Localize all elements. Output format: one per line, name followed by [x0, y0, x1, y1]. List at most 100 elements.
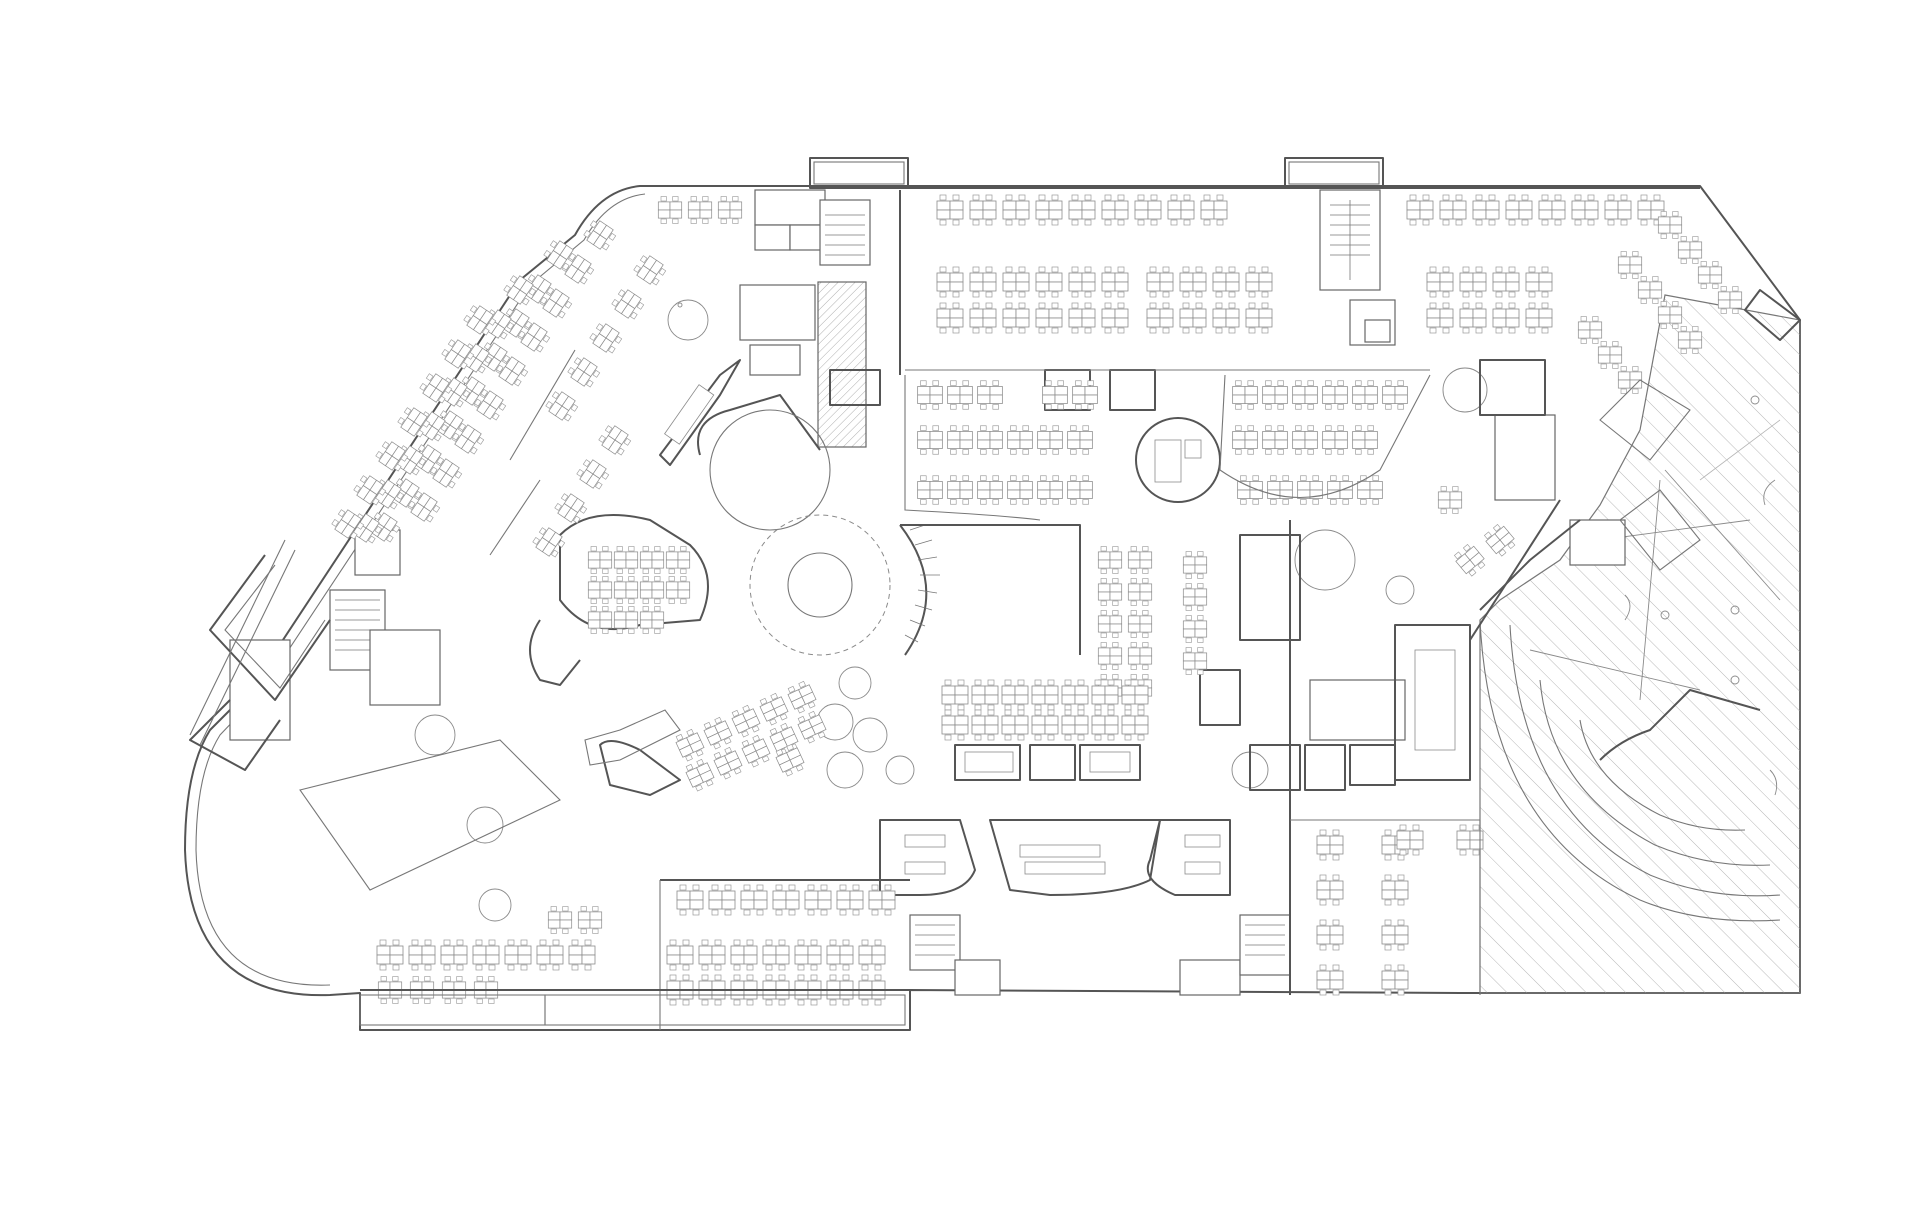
chair: [842, 939, 850, 946]
chair: [616, 568, 623, 574]
desk: [1194, 620, 1208, 630]
chair: [639, 255, 648, 264]
chair: [1071, 266, 1079, 273]
chair: [579, 276, 588, 285]
chair: [1528, 266, 1536, 273]
chair: [1337, 425, 1344, 431]
desk: [1439, 200, 1454, 211]
chair: [797, 964, 805, 971]
chair: [1342, 499, 1349, 505]
chair: [1064, 704, 1072, 711]
desk: [1364, 439, 1378, 449]
desk: [977, 481, 991, 491]
desk: [1334, 394, 1348, 404]
chair: [765, 974, 773, 981]
desk: [1127, 591, 1141, 601]
desk-pod: [1406, 194, 1434, 226]
desk-pod: [1381, 874, 1409, 906]
chair: [1004, 734, 1012, 741]
desk-pod: [543, 240, 577, 271]
desk: [1192, 272, 1207, 283]
desk-pod: [503, 275, 537, 306]
central-lobby: [697, 394, 1081, 656]
desk: [1061, 724, 1076, 735]
desk: [1472, 308, 1487, 319]
desk: [730, 945, 745, 956]
desk: [977, 439, 991, 449]
chair: [1429, 291, 1437, 298]
desk: [1048, 317, 1063, 328]
desk: [583, 361, 598, 378]
desk: [689, 890, 704, 901]
chair: [682, 964, 690, 971]
chair: [1640, 298, 1647, 304]
desk: [1001, 694, 1016, 705]
chair: [1040, 425, 1047, 431]
desk: [1439, 272, 1454, 283]
desk: [959, 489, 973, 499]
chair: [701, 974, 709, 981]
chair: [932, 499, 939, 505]
desk: [1297, 481, 1311, 491]
desk: [1139, 647, 1153, 657]
desk: [453, 954, 468, 965]
chair: [602, 568, 609, 574]
chair: [1185, 605, 1192, 611]
desk-pod: [1657, 211, 1683, 239]
chair: [810, 974, 818, 981]
desk: [1329, 835, 1344, 846]
desk: [577, 258, 592, 275]
desk-pod: [1459, 302, 1487, 334]
desk: [929, 394, 943, 404]
desk-pod: [375, 441, 409, 472]
desk: [639, 559, 653, 569]
chair: [1017, 709, 1025, 716]
desk: [1179, 317, 1194, 328]
chair: [528, 287, 537, 296]
desk: [1114, 200, 1129, 211]
desk: [1364, 394, 1378, 404]
desk: [1037, 489, 1051, 499]
desk-pod: [1525, 266, 1553, 298]
chair: [1640, 276, 1647, 282]
chair: [573, 357, 582, 366]
chair: [1071, 291, 1079, 298]
chair: [1185, 573, 1192, 579]
chair: [1130, 568, 1137, 574]
desk: [1049, 481, 1063, 491]
chair: [1052, 449, 1059, 455]
chair: [786, 743, 794, 752]
chair: [1130, 578, 1137, 584]
chair: [1149, 327, 1157, 334]
chair: [751, 760, 759, 768]
desk: [1212, 317, 1227, 328]
chair: [987, 704, 995, 711]
desk: [599, 619, 613, 629]
desk-pod: [1426, 266, 1454, 298]
desk: [959, 439, 973, 449]
chair: [950, 449, 957, 455]
chair: [1018, 219, 1026, 226]
chair: [1300, 499, 1307, 505]
chair: [1084, 219, 1092, 226]
desk-pod: [969, 266, 997, 298]
chair: [488, 976, 495, 982]
desk: [639, 589, 653, 599]
desk-pod: [1597, 341, 1623, 369]
chair: [778, 974, 786, 981]
desk: [592, 463, 607, 480]
desk: [687, 209, 701, 219]
chair: [950, 499, 957, 505]
desk: [599, 581, 613, 591]
chair: [1620, 388, 1627, 394]
desk-pod: [1101, 194, 1129, 226]
desk: [376, 954, 391, 965]
chair: [616, 576, 623, 582]
desk: [1134, 694, 1149, 705]
desk: [1104, 685, 1119, 696]
desk: [1213, 209, 1228, 220]
chair: [1170, 219, 1178, 226]
chair: [1240, 499, 1247, 505]
desk: [1419, 209, 1434, 220]
desk: [1316, 889, 1331, 900]
